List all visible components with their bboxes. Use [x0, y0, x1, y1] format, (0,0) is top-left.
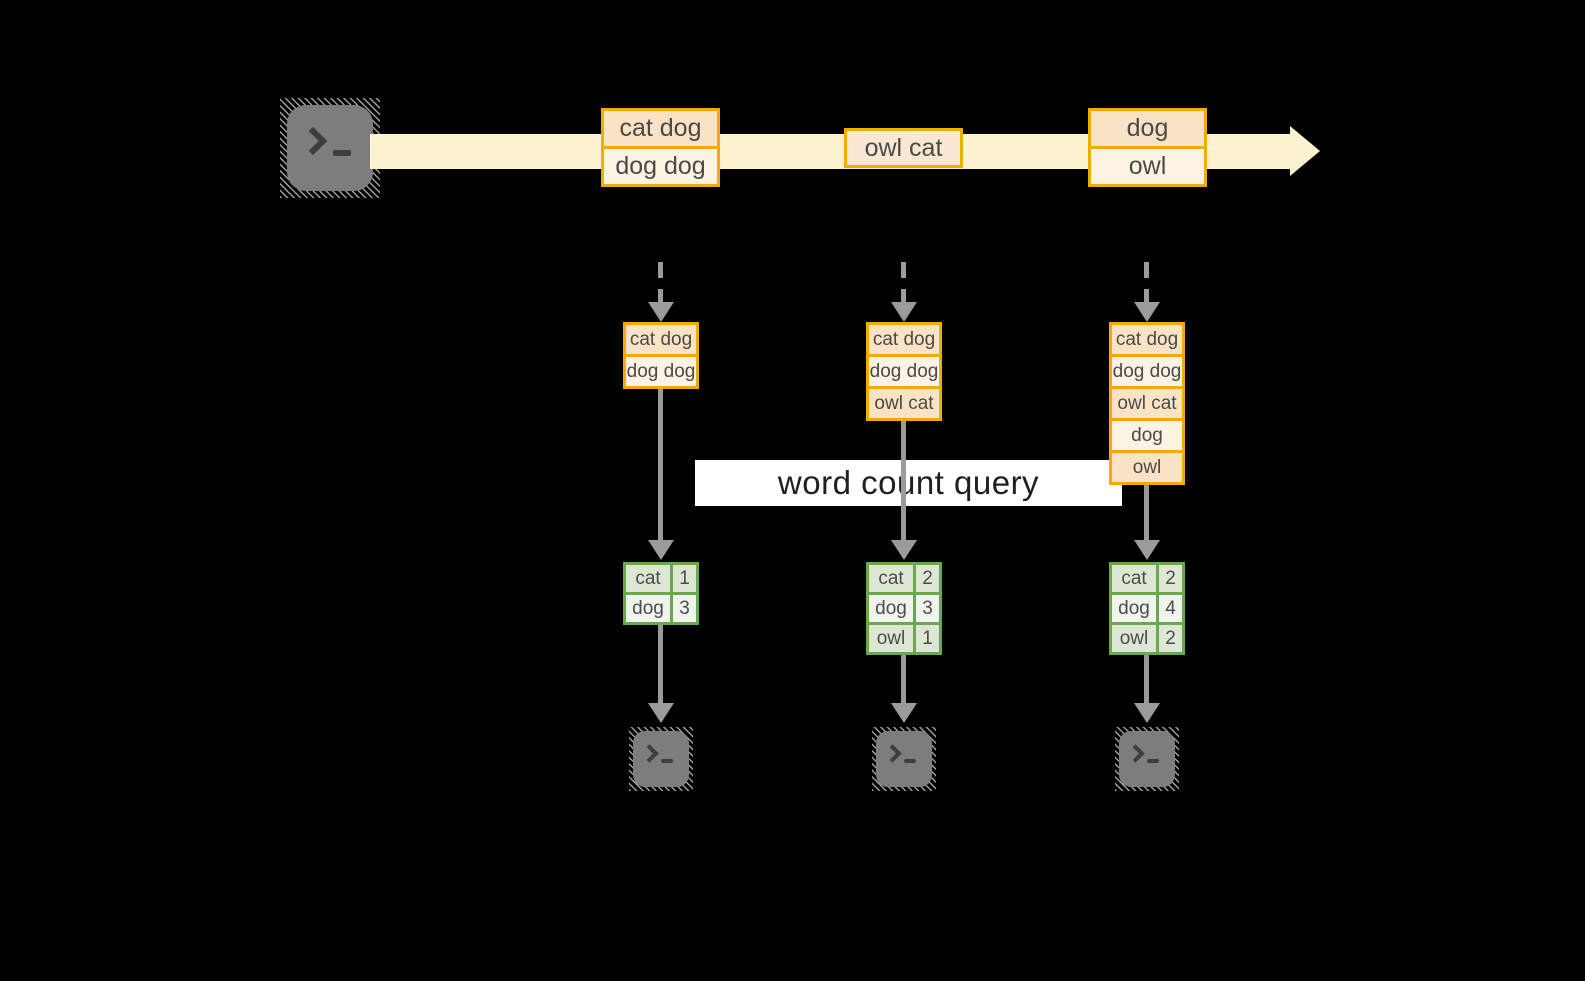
prompt-cursor-icon: [904, 759, 917, 764]
word-cell: cat: [1112, 565, 1159, 592]
count-cell: 2: [916, 565, 939, 592]
flow-arrowhead-icon: [1134, 540, 1160, 560]
flow-arrowhead-icon: [648, 703, 674, 723]
dashed-arrow: [658, 262, 663, 302]
stream-event-line: owl cat: [847, 131, 960, 165]
count-cell: 2: [1159, 625, 1182, 652]
count-row: owl 2: [1112, 622, 1182, 652]
count-cell: 1: [673, 565, 696, 592]
stream-event-line: dog dog: [604, 146, 717, 184]
prompt-chevron-icon: [298, 126, 328, 156]
count-row: cat 2: [869, 565, 939, 592]
count-table-1: cat 1 dog 3: [623, 562, 699, 625]
word-cell: owl: [869, 625, 916, 652]
count-cell: 3: [673, 595, 696, 622]
word-cell: cat: [869, 565, 916, 592]
flow-arrowhead-icon: [891, 703, 917, 723]
count-cell: 4: [1159, 595, 1182, 622]
flow-arrow: [658, 625, 663, 703]
count-cell: 2: [1159, 565, 1182, 592]
prompt-chevron-icon: [640, 744, 660, 764]
terminal-body: [1119, 731, 1175, 787]
flow-arrow: [1144, 653, 1149, 703]
stream-event-line: dog: [1091, 111, 1204, 146]
count-row: dog 3: [626, 592, 696, 622]
terminal-body: [287, 105, 373, 191]
terminal-body: [876, 731, 932, 787]
word-cell: dog: [626, 595, 673, 622]
word-cell: owl: [1112, 625, 1159, 652]
buffer-cell: dog: [1112, 418, 1182, 450]
buffer-cell: dog dog: [1112, 354, 1182, 386]
buffer-cell: cat dog: [869, 325, 939, 354]
stream-event-line: cat dog: [604, 111, 717, 146]
count-cell: 3: [916, 595, 939, 622]
sink-terminal-icon-1: [629, 727, 693, 791]
stream-event-line: owl: [1091, 146, 1204, 184]
count-row: dog 3: [869, 592, 939, 622]
flow-arrow: [901, 653, 906, 703]
word-cell: cat: [626, 565, 673, 592]
dashed-arrowhead-icon: [648, 302, 674, 322]
count-row: cat 1: [626, 565, 696, 592]
word-cell: dog: [869, 595, 916, 622]
prompt-cursor-icon: [1147, 759, 1160, 764]
buffer-cell: owl cat: [869, 386, 939, 418]
flow-arrow: [901, 421, 906, 540]
dashed-arrow: [901, 262, 906, 302]
buffer-stack-2: cat dog dog dog owl cat: [866, 322, 942, 421]
count-row: cat 2: [1112, 565, 1182, 592]
count-cell: 1: [916, 625, 939, 652]
prompt-chevron-icon: [883, 744, 903, 764]
dashed-arrowhead-icon: [1134, 302, 1160, 322]
count-table-3: cat 2 dog 4 owl 2: [1109, 562, 1185, 655]
source-terminal-icon: [280, 98, 380, 198]
prompt-chevron-icon: [1126, 744, 1146, 764]
flow-arrowhead-icon: [648, 540, 674, 560]
prompt-cursor-icon: [661, 759, 674, 764]
stream-event-box-3: dog owl: [1088, 108, 1207, 187]
buffer-cell: owl: [1112, 450, 1182, 482]
stream-arrowhead-icon: [1290, 126, 1320, 176]
word-cell: dog: [1112, 595, 1159, 622]
flow-arrowhead-icon: [891, 540, 917, 560]
stream-event-box-2: owl cat: [844, 128, 963, 168]
query-banner: word count query: [695, 460, 1122, 506]
buffer-cell: owl cat: [1112, 386, 1182, 418]
sink-terminal-icon-2: [872, 727, 936, 791]
buffer-cell: cat dog: [626, 325, 696, 354]
dashed-arrowhead-icon: [891, 302, 917, 322]
flow-arrow: [1144, 485, 1149, 540]
buffer-cell: dog dog: [869, 354, 939, 386]
count-table-2: cat 2 dog 3 owl 1: [866, 562, 942, 655]
sink-terminal-icon-3: [1115, 727, 1179, 791]
stream-event-box-1: cat dog dog dog: [601, 108, 720, 187]
dashed-arrow: [1144, 262, 1149, 302]
buffer-cell: cat dog: [1112, 325, 1182, 354]
buffer-stack-3: cat dog dog dog owl cat dog owl: [1109, 322, 1185, 485]
prompt-cursor-icon: [333, 150, 351, 156]
flow-arrow: [658, 389, 663, 540]
count-row: dog 4: [1112, 592, 1182, 622]
terminal-body: [633, 731, 689, 787]
count-row: owl 1: [869, 622, 939, 652]
flow-arrowhead-icon: [1134, 703, 1160, 723]
buffer-stack-1: cat dog dog dog: [623, 322, 699, 389]
buffer-cell: dog dog: [626, 354, 696, 386]
